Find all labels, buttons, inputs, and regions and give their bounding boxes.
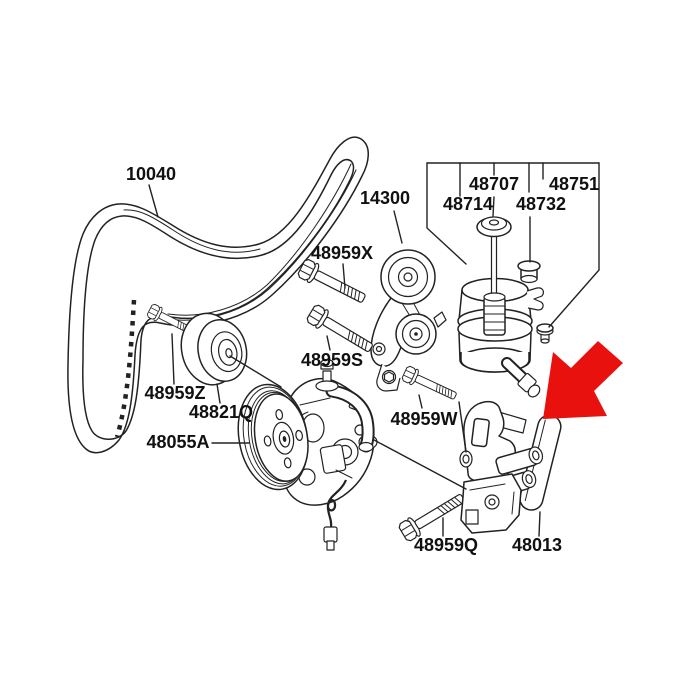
reservoir-cap-48714 — [476, 216, 512, 336]
pump-pulley — [237, 383, 309, 491]
part-label-48707: 48707 — [469, 174, 519, 194]
leader-48821Q — [216, 383, 221, 404]
reservoir-outlet-pipe — [501, 357, 541, 398]
leader-14300 — [393, 210, 403, 244]
part-label-48714: 48714 — [443, 194, 493, 214]
part-label-48959Q: 48959Q — [414, 535, 478, 555]
bolt-48959X — [296, 257, 370, 309]
part-label-48959Z: 48959Z — [144, 383, 205, 403]
line-pump-to-bracket — [373, 439, 467, 490]
bolt-48959W — [400, 364, 460, 405]
pump-wire — [323, 479, 348, 551]
reservoir-mount-stud — [315, 358, 339, 392]
part-label-14300: 14300 — [360, 188, 410, 208]
stud-48751 — [536, 323, 554, 344]
line-pulley-to-pump — [229, 355, 282, 388]
red-arrow — [543, 341, 623, 419]
reservoir-leader-comb — [426, 162, 600, 328]
part-label-48751: 48751 — [549, 174, 599, 194]
part-label-48959S: 48959S — [301, 350, 363, 370]
part-label-10040: 10040 — [126, 164, 176, 184]
level-gauge — [483, 292, 506, 336]
part-labels: 10040 14300 48959X 48959S 48959Z 48821Q … — [126, 164, 599, 555]
idler-pulley-48821Q — [180, 312, 248, 386]
belt-tensioner-14300 — [370, 249, 447, 392]
part-label-48959X: 48959X — [311, 243, 373, 263]
reservoir-48707 — [457, 277, 544, 398]
part-label-48055A: 48055A — [146, 432, 209, 452]
leader-48959X — [342, 263, 346, 289]
leader-48959Z — [171, 333, 175, 385]
reservoir-clip — [526, 287, 544, 311]
leader-48959W — [418, 394, 423, 409]
grommet-48732 — [517, 260, 541, 284]
part-label-48013: 48013 — [512, 535, 562, 555]
power-steering-pump-48055A — [237, 358, 378, 551]
leader-48013 — [538, 511, 541, 537]
line-reservoir-to-bracket — [458, 401, 467, 453]
leader-lines — [148, 184, 541, 537]
pump-suction-hose — [325, 384, 375, 453]
part-label-48821Q: 48821Q — [189, 402, 253, 422]
leader-48959S — [326, 335, 331, 351]
mounting-bracket-48013 — [459, 400, 562, 534]
leader-10040 — [148, 184, 159, 218]
part-label-48959W: 48959W — [390, 409, 457, 429]
part-label-48732: 48732 — [516, 194, 566, 214]
